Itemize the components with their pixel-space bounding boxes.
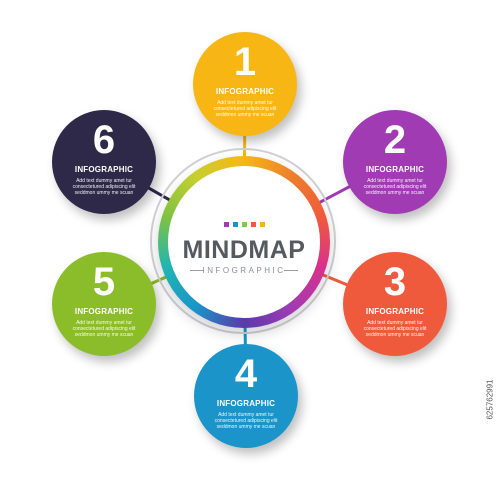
node-title: INFOGRAPHIC	[216, 399, 276, 408]
node-number: 6	[92, 118, 116, 162]
node-number: 2	[383, 118, 407, 162]
color-dot	[223, 222, 229, 227]
node-3: 3 INFOGRAPHIC Add text dummy amet tur co…	[343, 252, 447, 356]
node-number: 3	[383, 260, 407, 304]
center-title: MINDMAP	[182, 236, 306, 264]
color-dot	[241, 222, 247, 227]
subtitle-rule-left	[190, 270, 204, 271]
center-hub-face: MINDMAP INFOGRAPHIC	[168, 166, 320, 318]
node-1: 1 INFOGRAPHIC Add text dummy amet tur co…	[193, 32, 297, 136]
node-6: 6 INFOGRAPHIC Add text dummy amet tur co…	[52, 110, 156, 214]
subtitle-rule-right	[284, 270, 298, 271]
center-outer-ring	[150, 148, 336, 334]
node-title: INFOGRAPHIC	[74, 307, 134, 316]
node-2: 2 INFOGRAPHIC Add text dummy amet tur co…	[343, 110, 447, 214]
node-description: Add text dummy amet tur consectetured ad…	[363, 320, 427, 338]
node-title: INFOGRAPHIC	[365, 165, 425, 174]
color-dots	[168, 222, 320, 227]
node-description: Add text dummy amet tur consectetured ad…	[363, 178, 427, 196]
node-5: 5 INFOGRAPHIC Add text dummy amet tur co…	[52, 252, 156, 356]
node-number: 4	[234, 352, 258, 396]
node-description: Add text dummy amet tur consectetured ad…	[214, 412, 278, 430]
node-number: 1	[233, 40, 257, 84]
node-description: Add text dummy amet tur consectetured ad…	[72, 178, 136, 196]
node-description: Add text dummy amet tur consectetured ad…	[72, 320, 136, 338]
node-title: INFOGRAPHIC	[215, 87, 275, 96]
node-4: 4 INFOGRAPHIC Add text dummy amet tur co…	[194, 344, 298, 448]
node-number: 5	[92, 260, 116, 304]
center-subtitle: INFOGRAPHIC	[202, 266, 286, 275]
node-title: INFOGRAPHIC	[74, 165, 134, 174]
node-description: Add text dummy amet tur consectetured ad…	[213, 100, 277, 118]
node-title: INFOGRAPHIC	[365, 307, 425, 316]
color-dot	[232, 222, 238, 227]
color-dot	[250, 222, 256, 227]
stock-id-watermark: 625762991	[485, 379, 495, 420]
color-dot	[259, 222, 265, 227]
center-hub: MINDMAP INFOGRAPHIC	[158, 156, 330, 328]
